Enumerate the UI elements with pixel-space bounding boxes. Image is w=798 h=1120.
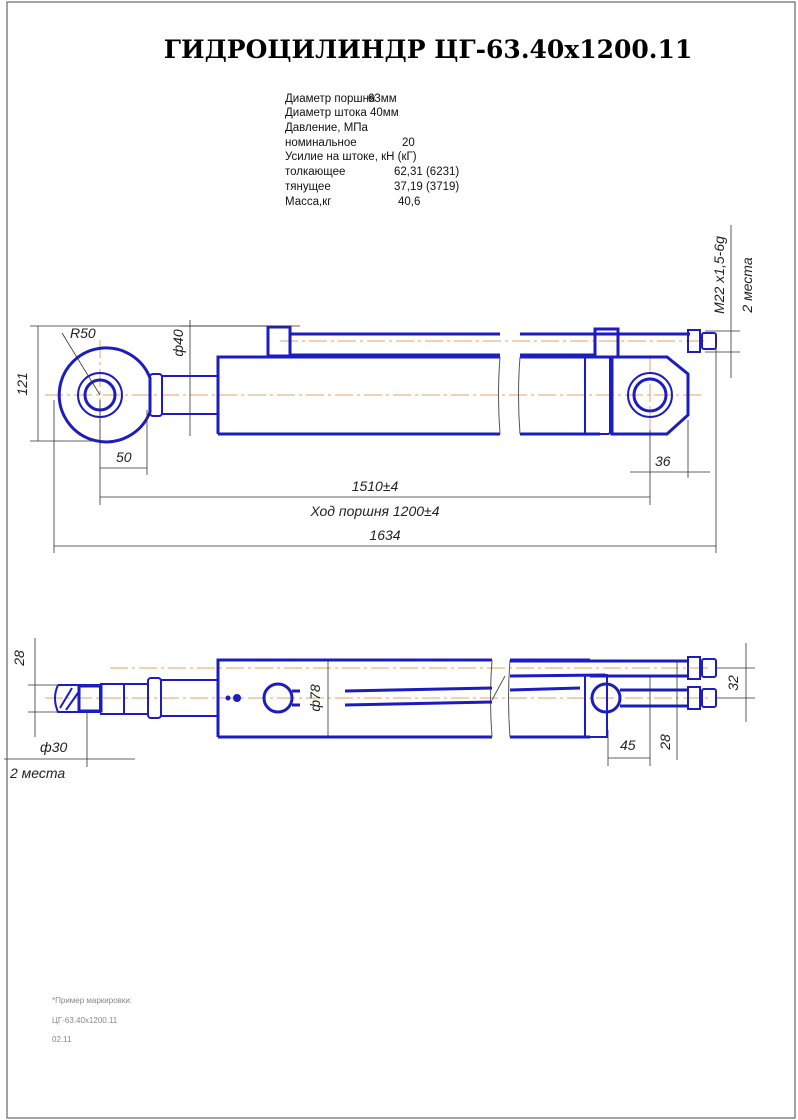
cylinder-end-cap [610,355,690,436]
dim-mount-length: 1510±4 [352,478,399,494]
spec-label: толкающее [285,166,345,178]
cylinder-body-side [216,658,590,739]
dim-thread: М22 х1,5-6g [711,236,727,314]
spec-label: Усилие на штоке, кН (кГ) [285,151,417,163]
dim-rod-diameter: ф40 [170,329,186,356]
drawing-title: ГИДРОЦИЛИНДР ЦГ-63.40х1200.11 [164,35,693,64]
spec-value: 40мм [370,107,399,119]
spec-value: 37,19 (3719) [394,181,459,193]
spec-label: Диаметр поршня [285,93,375,105]
rod-eye [57,346,152,444]
dim-end-offset: 36 [655,453,671,469]
dim-height: 121 [14,372,30,395]
dim-radius: R50 [70,325,96,341]
spec-label: Диаметр штока [285,107,367,119]
marking-example: *Пример маркировки: ЦГ-63.40х1200.11 02.… [52,996,132,1044]
spec-value: 62,31 (6231) [394,166,459,178]
dim-pin-qty: 2 места [9,765,65,781]
marking-line-1: ЦГ-63.40х1200.11 [52,1016,118,1025]
dim-port-height: 28 [657,734,673,751]
hydraulic-fitting [687,656,701,680]
top-view: 121 R50 ф40 50 1510±4 Ход поршня 1200±4 … [14,225,755,553]
spec-label: номинальное [285,137,357,149]
drawing-frame [6,1,796,1119]
dim-port-offset: 45 [620,737,636,753]
spec-table: Диаметр поршня 63мм Диаметр штока 40мм Д… [285,93,459,208]
dim-total-length: 1634 [369,527,400,543]
spec-label: тянущее [285,181,331,193]
dim-port-spacing: 32 [725,675,741,691]
spec-value: 63мм [368,93,397,105]
spec-value: 20 [402,137,415,149]
dim-pin-diameter: ф30 [40,739,67,755]
dim-eye-offset: 50 [116,449,132,465]
dim-stroke: Ход поршня 1200±4 [309,503,439,519]
marking-line-2: 02.11 [52,1035,72,1044]
hydraulic-fitting [687,329,701,353]
dim-width: 28 [11,650,27,667]
spec-label: Давление, МПа [285,122,369,134]
cylinder-body [216,355,600,436]
dim-thread-qty: 2 места [739,257,755,313]
spec-label: Масса,кг [285,196,331,208]
hydraulic-fitting [687,686,701,710]
dim-body-diameter: ф78 [307,684,323,711]
spec-value: 40,6 [398,196,420,208]
side-view: 28 ф30 2 места ф78 45 28 32 [4,638,755,781]
marking-caption: *Пример маркировки: [52,996,132,1005]
